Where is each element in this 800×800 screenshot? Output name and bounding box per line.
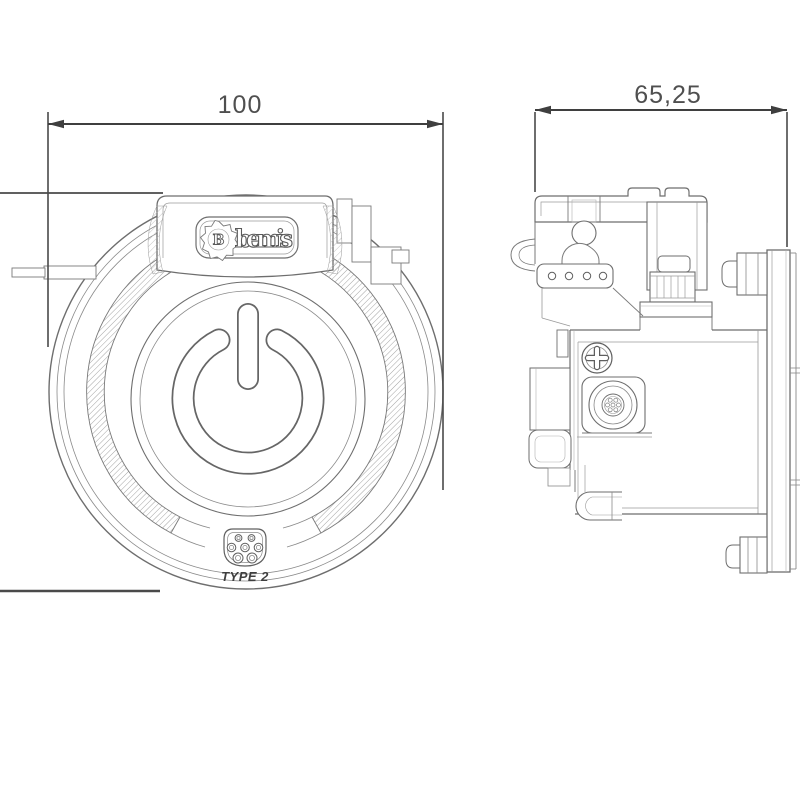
front-width-dimension: 100: [47, 91, 444, 490]
front-view: B bemis: [0, 91, 444, 593]
hinge-pin-circle: [571, 220, 597, 246]
lid-strap-right: [311, 250, 406, 534]
gland-collar: [639, 301, 713, 318]
latch-arch: [561, 242, 600, 267]
mounting-flange: [766, 249, 800, 573]
bottom-foot-hinge: [575, 491, 622, 521]
brand-logo-plate: B bemis: [195, 216, 299, 262]
arrowhead-right: [427, 119, 443, 129]
socket-face-rings: [130, 281, 366, 517]
socket-type-label: TYPE 2: [221, 569, 269, 584]
side-protrusion: [528, 367, 572, 487]
eight-point-star-icon: [199, 219, 240, 262]
lid-shoulder-left: [147, 205, 168, 275]
phillips-screw: [581, 342, 613, 374]
side-dimension-value: 65,25: [634, 81, 702, 109]
lid-shoulder-right: [322, 205, 343, 275]
arrowhead-left: [48, 119, 64, 129]
hinge-pin-left: [11, 265, 97, 280]
arrowhead-right: [771, 105, 787, 115]
round-connector: [577, 376, 652, 438]
side-width-dimension: 65,25: [534, 81, 788, 247]
bracket-body-link: [612, 287, 644, 317]
flange-bolt-bottom: [725, 536, 768, 574]
front-dimension-value: 100: [218, 91, 263, 119]
brand-name: bemis: [235, 224, 293, 253]
lid-side-straps: [86, 250, 406, 548]
side-view: 65,25: [510, 81, 800, 574]
body-top-tab: [556, 329, 569, 358]
post-cap: [657, 255, 691, 273]
cable-gland: [649, 271, 696, 303]
type2-connector-icon: [223, 528, 267, 567]
brand-emblem-letter: B: [213, 233, 225, 249]
lid-strap-left: [86, 250, 181, 534]
flange-bolt-top: [721, 252, 768, 296]
mounting-holes-plate: [536, 263, 614, 289]
arrowhead-left: [535, 105, 551, 115]
power-icon: [171, 303, 325, 475]
spring-clip: [510, 222, 536, 272]
